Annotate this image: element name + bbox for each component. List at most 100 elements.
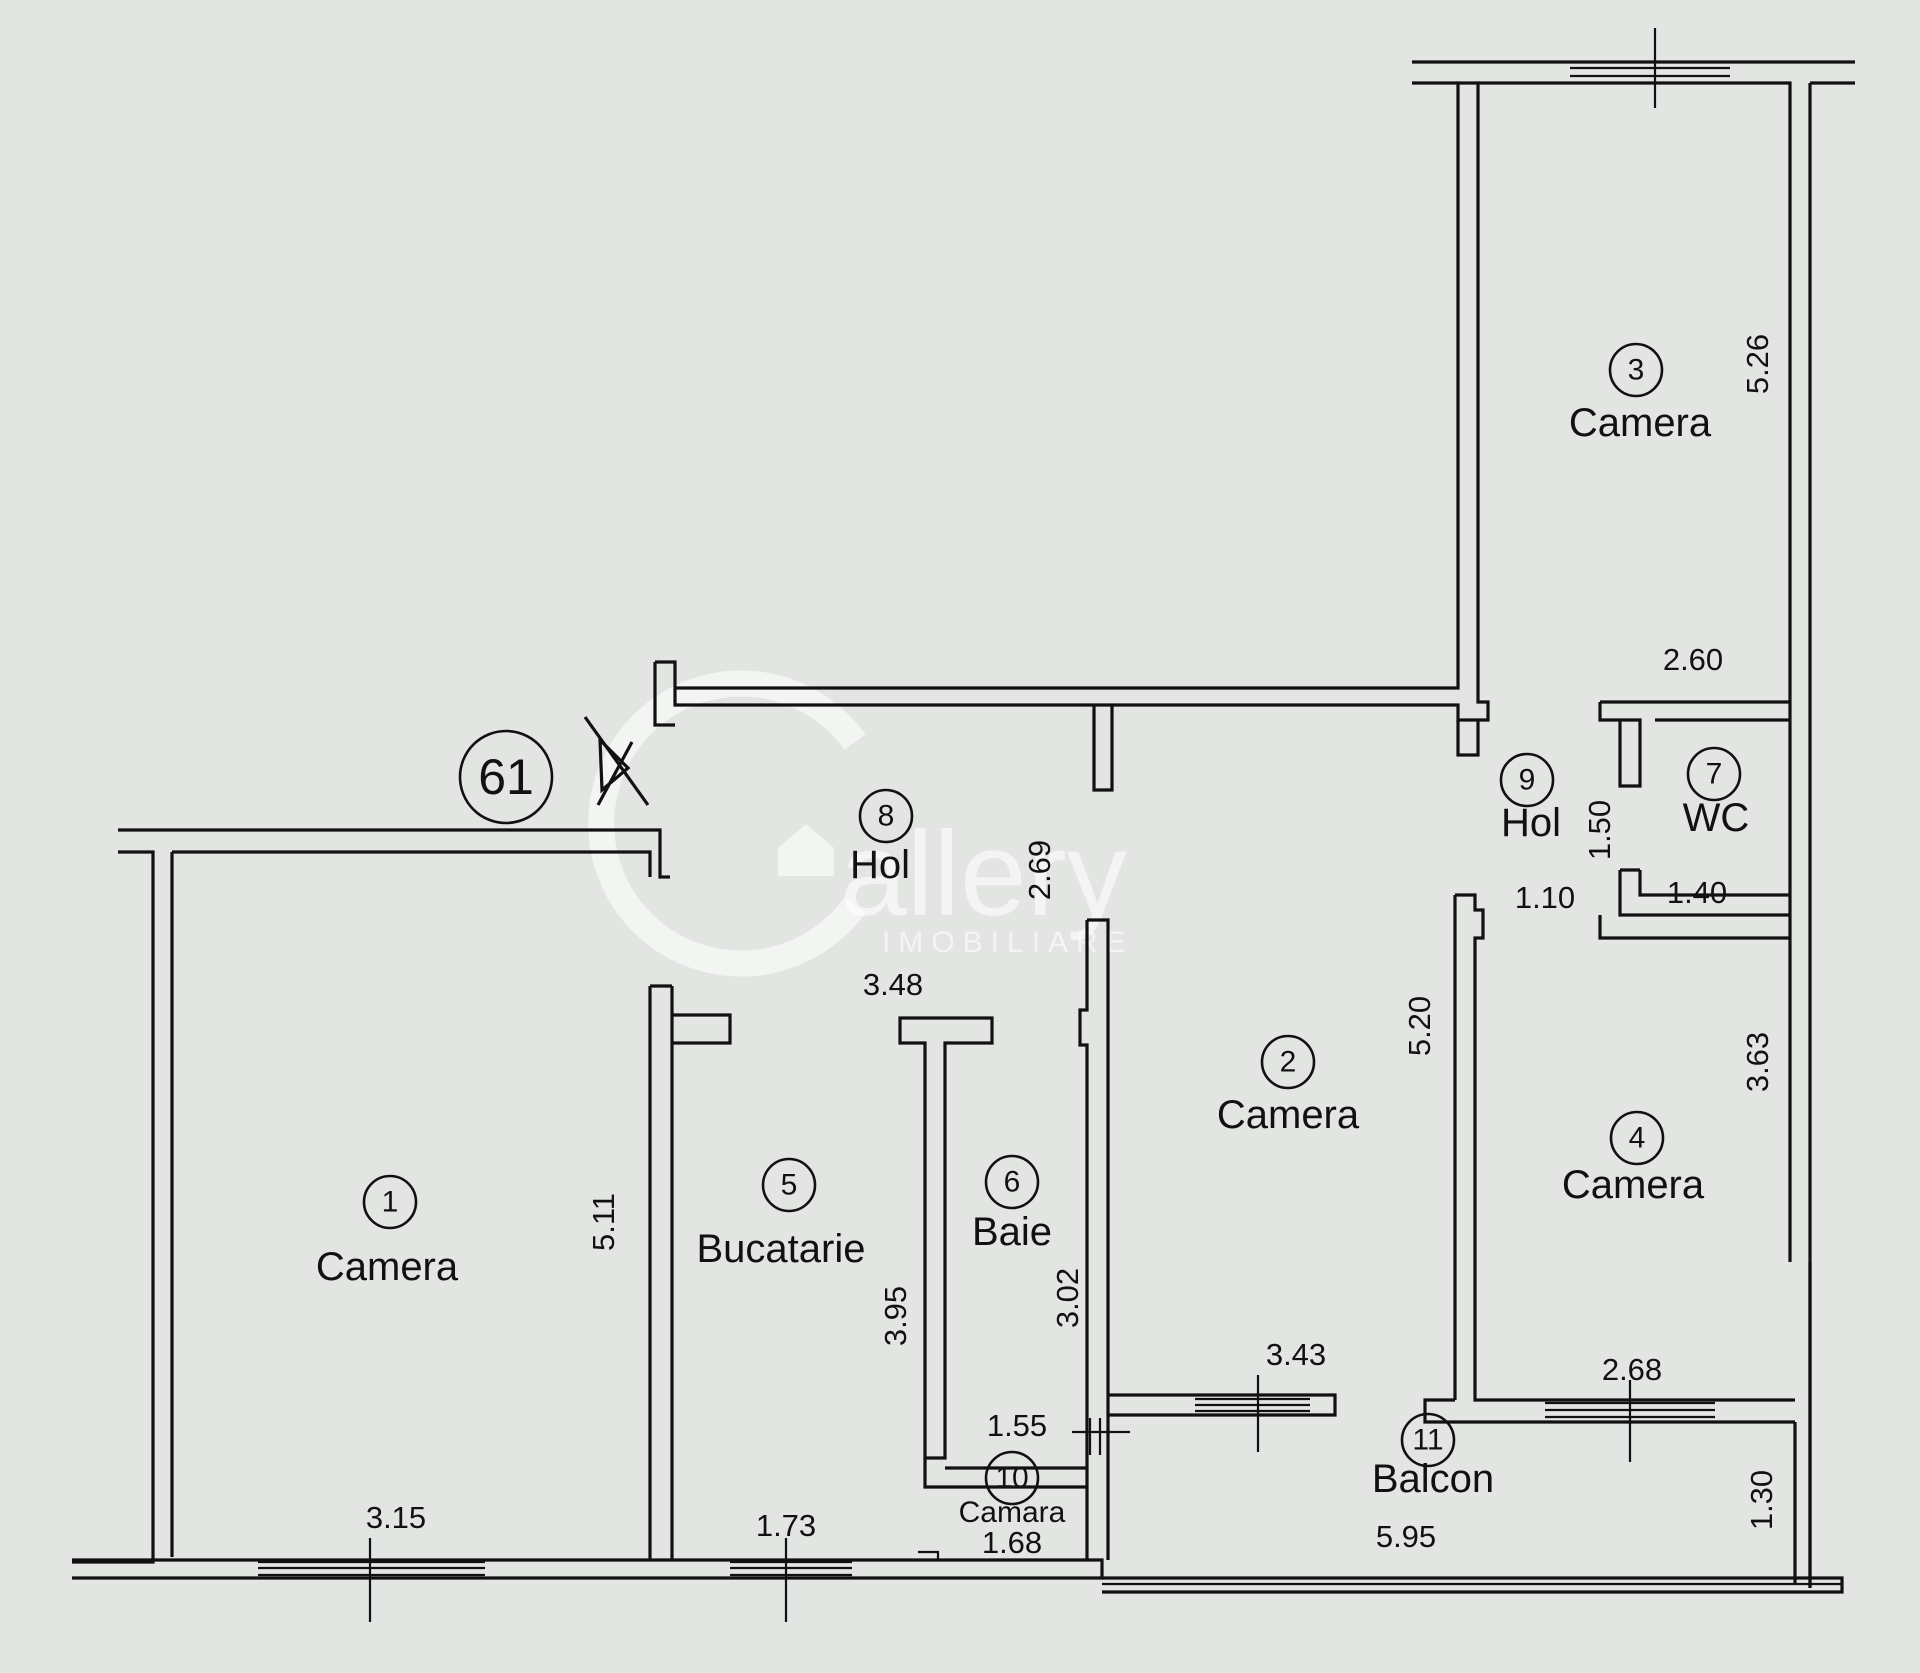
wall-pantry-top xyxy=(923,1458,1087,1489)
room-1: 1 Camera xyxy=(316,1174,459,1289)
dim-bath-length: 3.02 xyxy=(1050,1268,1085,1328)
room-9-number: 9 xyxy=(1519,764,1536,797)
dim-room4-width: 2.68 xyxy=(1602,1352,1662,1387)
house-icon xyxy=(778,824,834,876)
room-11-circle xyxy=(1400,1412,1456,1468)
room-11-label: Balcon xyxy=(1372,1457,1494,1501)
room-2-label: Camera xyxy=(1217,1093,1360,1137)
watermark-ring xyxy=(588,670,866,977)
dim-hall8-width: 3.48 xyxy=(863,967,923,1002)
dim-room1-width: 3.15 xyxy=(366,1500,426,1535)
wall-top-left-inner xyxy=(172,850,652,877)
room-5: 5 Bucatarie xyxy=(697,1157,866,1271)
room-4: 4 Camera xyxy=(1562,1110,1705,1207)
room-11: 11 Balcon xyxy=(1372,1412,1494,1501)
room-9-label: Hol xyxy=(1501,801,1561,845)
wall-room1-kitchen xyxy=(648,984,674,1560)
wall-stub-room2 xyxy=(1092,705,1114,792)
room-5-number: 5 xyxy=(781,1169,798,1202)
window-room3 xyxy=(1570,66,1730,78)
wall-stub-hall9 xyxy=(1456,720,1480,757)
room-6-number: 6 xyxy=(1004,1166,1021,1199)
dim-wc-length: 1.50 xyxy=(1582,800,1617,860)
dim-room3-width: 2.60 xyxy=(1663,642,1723,677)
wall-entry-stub xyxy=(653,662,675,727)
dim-wc-width: 1.40 xyxy=(1667,875,1727,910)
room-4-label: Camera xyxy=(1562,1163,1705,1207)
wall-top-hall xyxy=(655,81,1490,722)
dim-room1-length: 5.11 xyxy=(586,1193,621,1251)
dim-room2-length: 5.20 xyxy=(1402,996,1437,1056)
dim-kitchen-length: 3.95 xyxy=(878,1286,913,1346)
room-2-number: 2 xyxy=(1280,1046,1297,1079)
dim-room4-length: 3.63 xyxy=(1740,1032,1775,1092)
room-10-label: Camara xyxy=(959,1496,1066,1529)
room-6-circle xyxy=(984,1154,1040,1210)
entrance-mark xyxy=(583,716,650,806)
room-11-number: 11 xyxy=(1412,1424,1443,1457)
dim-kitchen-width: 1.73 xyxy=(756,1508,816,1543)
room-8: 8 Hol xyxy=(850,788,914,887)
room-10-number: 10 xyxy=(995,1462,1028,1495)
room-3-label: Camera xyxy=(1569,401,1712,445)
room-1-number: 1 xyxy=(382,1186,399,1219)
window-room1 xyxy=(258,1560,485,1577)
walls xyxy=(72,28,1855,1622)
room-5-label: Bucatarie xyxy=(697,1227,866,1271)
dim-balcony-width: 5.95 xyxy=(1376,1519,1436,1554)
wall-room4-bottom xyxy=(1423,1398,1795,1424)
dim-bath-width: 1.55 xyxy=(987,1408,1047,1443)
room-7-circle xyxy=(1686,746,1742,802)
room-6: 6 Baie xyxy=(972,1154,1052,1254)
room-4-circle xyxy=(1609,1110,1665,1166)
wall-top-left xyxy=(118,828,670,879)
window-room2 xyxy=(1195,1397,1310,1413)
room-1-circle xyxy=(362,1174,418,1230)
room-2: 2 Camera xyxy=(1217,1034,1360,1137)
room-2-circle xyxy=(1260,1034,1316,1090)
dim-pantry-width: 1.68 xyxy=(982,1525,1042,1560)
wall-room3 xyxy=(1412,60,1855,1588)
wall-left-outer xyxy=(72,850,155,1564)
room-4-number: 4 xyxy=(1629,1122,1646,1155)
window-kitchen xyxy=(730,1560,852,1577)
room-3-number: 3 xyxy=(1628,354,1645,387)
room-9: 9 Hol xyxy=(1499,752,1561,845)
apartment-circle xyxy=(458,729,554,825)
room-7-number: 7 xyxy=(1706,758,1723,791)
room-8-number: 8 xyxy=(878,800,895,833)
wall-kitchen-bath xyxy=(898,1016,994,1460)
room-1-label: Camera xyxy=(316,1245,459,1289)
room-8-circle xyxy=(858,788,914,844)
apartment-number: 61 xyxy=(478,749,534,805)
room-5-circle xyxy=(761,1157,817,1213)
wall-bath-room2 xyxy=(1078,918,1110,1560)
room-8-label: Hol xyxy=(850,843,910,887)
pantry-door-mark xyxy=(918,1550,940,1560)
watermark-subtext: IMOBILIARE xyxy=(882,926,1134,959)
dim-hall9-width: 1.10 xyxy=(1515,880,1575,915)
dimensions: 3.15 1.73 1.68 1.55 3.48 3.43 5.95 2.68 … xyxy=(366,334,1779,1560)
wall-stub-kitchen xyxy=(672,1013,732,1045)
room-10: 10 Camara xyxy=(959,1450,1066,1529)
room-3: 3 Camera xyxy=(1569,342,1712,445)
room-9-circle xyxy=(1499,752,1555,808)
dim-balcony-depth: 1.30 xyxy=(1744,1470,1779,1530)
dim-room2-width: 3.43 xyxy=(1266,1337,1326,1372)
room-7: 7 WC xyxy=(1683,746,1750,840)
room-3-circle xyxy=(1608,342,1664,398)
watermark-logo: allery IMOBILIARE xyxy=(588,670,1134,977)
wall-bottom xyxy=(72,1558,1104,1580)
wall-wc-top xyxy=(1598,700,1790,788)
door-balcony-mark xyxy=(1072,1418,1130,1455)
room-7-label: WC xyxy=(1683,796,1750,840)
wall-wc-bottom xyxy=(1598,868,1790,940)
room-10-circle xyxy=(984,1450,1040,1506)
wall-room2-bottom xyxy=(1108,1393,1337,1417)
dim-room3-length: 5.26 xyxy=(1740,334,1775,394)
room-6-label: Baie xyxy=(972,1210,1052,1254)
wall-room2-room4 xyxy=(1453,893,1795,1402)
apartment-number-badge: 61 xyxy=(458,729,554,825)
dim-hall8-length: 2.69 xyxy=(1022,840,1057,900)
